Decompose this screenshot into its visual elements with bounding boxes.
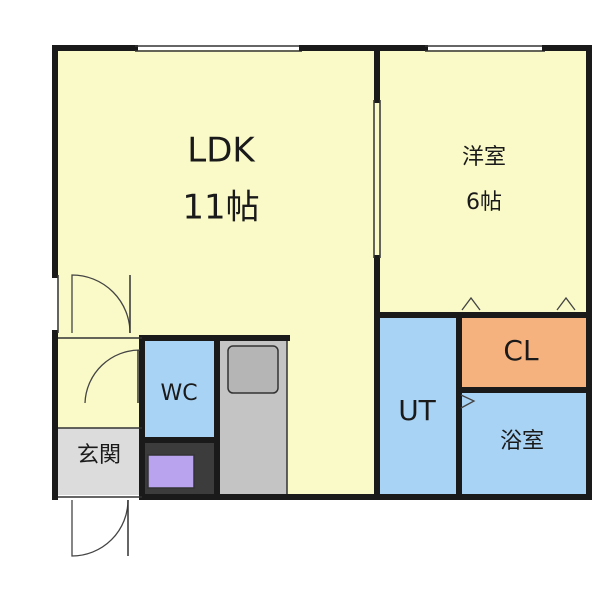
door-arc-toilet	[84, 349, 141, 404]
door-arc-ldk	[71, 274, 131, 334]
bath-door	[460, 394, 476, 409]
western-room-area	[377, 50, 587, 315]
closet-door-right	[556, 296, 576, 311]
sink-basin	[147, 454, 195, 489]
closet-area	[459, 315, 587, 390]
ldk-size: 11帖	[182, 188, 259, 228]
bath-area	[459, 390, 587, 495]
closet-door-left	[461, 296, 481, 311]
bath-label: 浴室	[500, 429, 544, 454]
toilet-area	[142, 338, 217, 440]
closet-label: CL	[503, 334, 539, 367]
entrance-area	[57, 428, 142, 495]
utility-area	[377, 315, 459, 495]
ldk-label: LDK	[187, 131, 256, 171]
western-room-label: 洋室	[462, 145, 506, 170]
western-room-size: 6帖	[466, 190, 502, 215]
kitchen-sink	[227, 345, 279, 394]
hall-area	[57, 338, 142, 428]
utility-label: UT	[398, 394, 436, 427]
toilet-label: WC	[160, 381, 197, 406]
door-arc-entrance	[71, 499, 129, 557]
entrance-label: 玄関	[77, 443, 121, 468]
